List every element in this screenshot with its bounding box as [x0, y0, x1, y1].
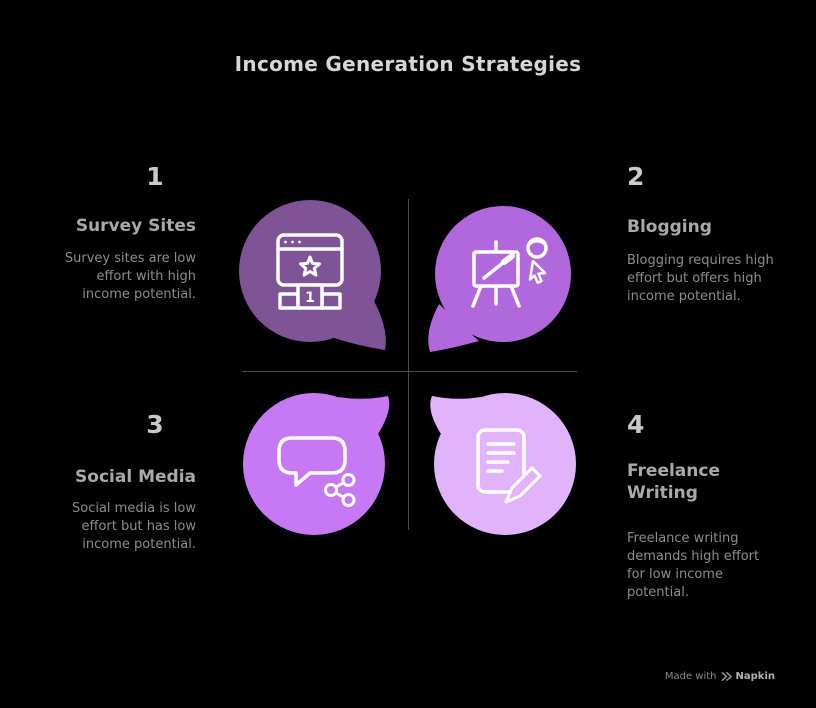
quadrant-4-number: 4	[627, 410, 645, 439]
quadrant-1-number: 1	[146, 162, 164, 191]
bubble-circle	[243, 393, 385, 535]
vertical-divider	[408, 199, 409, 530]
quadrant-3-heading: Social Media	[75, 467, 196, 487]
blogging-bubble	[428, 206, 571, 352]
quadrant-1-description: Survey sites are low effort with high in…	[64, 251, 196, 302]
podium-rank-label: 1	[305, 290, 315, 306]
quadrant-1-heading: Survey Sites	[75, 216, 196, 236]
chat-bubble-share-icon	[277, 436, 356, 507]
quadrant-3-description: Social media is low effort but has low i…	[71, 501, 196, 552]
bubble-circle	[435, 206, 571, 342]
napkin-logo-icon	[721, 672, 732, 681]
bubble-tail	[334, 301, 386, 350]
quadrant-2-heading: Blogging	[627, 217, 712, 237]
document-pencil-icon	[476, 428, 542, 504]
footer-credit: Made with Napkin	[665, 671, 775, 682]
bubble-tail	[428, 304, 479, 352]
browser-star-podium-icon: 1	[276, 233, 344, 310]
survey-sites-bubble: 1	[239, 200, 386, 350]
quadrant-3-number: 3	[146, 410, 164, 439]
brand-label: Napkin	[735, 671, 775, 682]
social-media-bubble	[243, 393, 390, 535]
quadrant-4-heading: Freelance Writing	[627, 461, 720, 504]
quadrant-2-description: Blogging requires high effort but offers…	[627, 253, 774, 304]
horizontal-divider	[242, 371, 577, 372]
made-with-label: Made with	[664, 671, 717, 682]
bubble-circle	[434, 393, 576, 535]
quadrant-2-number: 2	[627, 162, 645, 191]
page-title: Income Generation Strategies	[234, 52, 582, 76]
freelance-writing-bubble	[430, 393, 576, 535]
quadrant-4-description: Freelance writing demands high effort fo…	[627, 531, 760, 600]
easel-artist-cursor-icon	[471, 237, 548, 308]
